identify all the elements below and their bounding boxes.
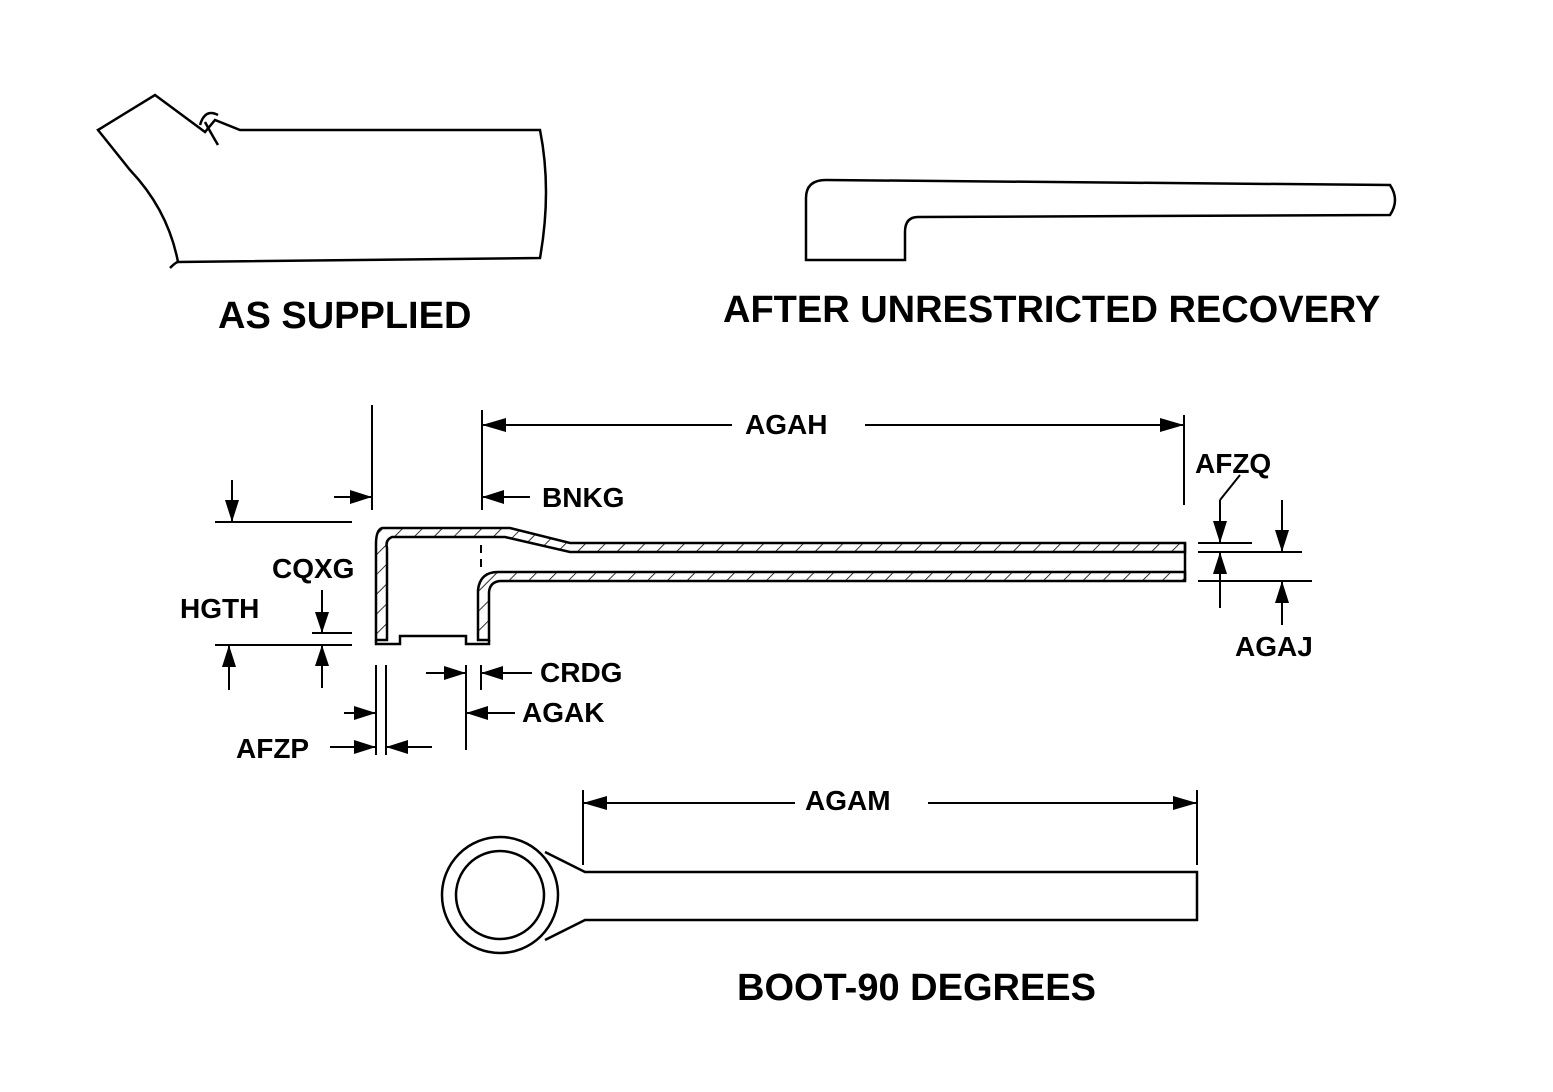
as-supplied-shape bbox=[96, 93, 548, 269]
after-recovery-caption: AFTER UNRESTRICTED RECOVERY bbox=[723, 289, 1380, 331]
dim-label-afzp: AFZP bbox=[236, 733, 309, 764]
dim-label-agam: AGAM bbox=[805, 785, 891, 816]
dim-label-bnkg: BNKG bbox=[542, 482, 624, 513]
boot-cross-section bbox=[374, 526, 1187, 646]
dim-label-crdg: CRDG bbox=[540, 657, 622, 688]
dim-label-agak: AGAK bbox=[522, 697, 604, 728]
after-recovery-shape bbox=[804, 178, 1397, 262]
dim-label-cqxg: CQXG bbox=[272, 553, 354, 584]
dim-label-afzq: AFZQ bbox=[1195, 448, 1271, 479]
boot-90-shape bbox=[440, 790, 1199, 955]
as-supplied-caption: AS SUPPLIED bbox=[218, 295, 471, 337]
dim-label-agaj: AGAJ bbox=[1235, 631, 1313, 662]
dim-label-agah: AGAH bbox=[745, 409, 827, 440]
boot-caption: BOOT-90 DEGREES bbox=[737, 967, 1096, 1009]
dimension-lines bbox=[215, 405, 1312, 755]
dim-label-hgth: HGTH bbox=[180, 593, 259, 624]
